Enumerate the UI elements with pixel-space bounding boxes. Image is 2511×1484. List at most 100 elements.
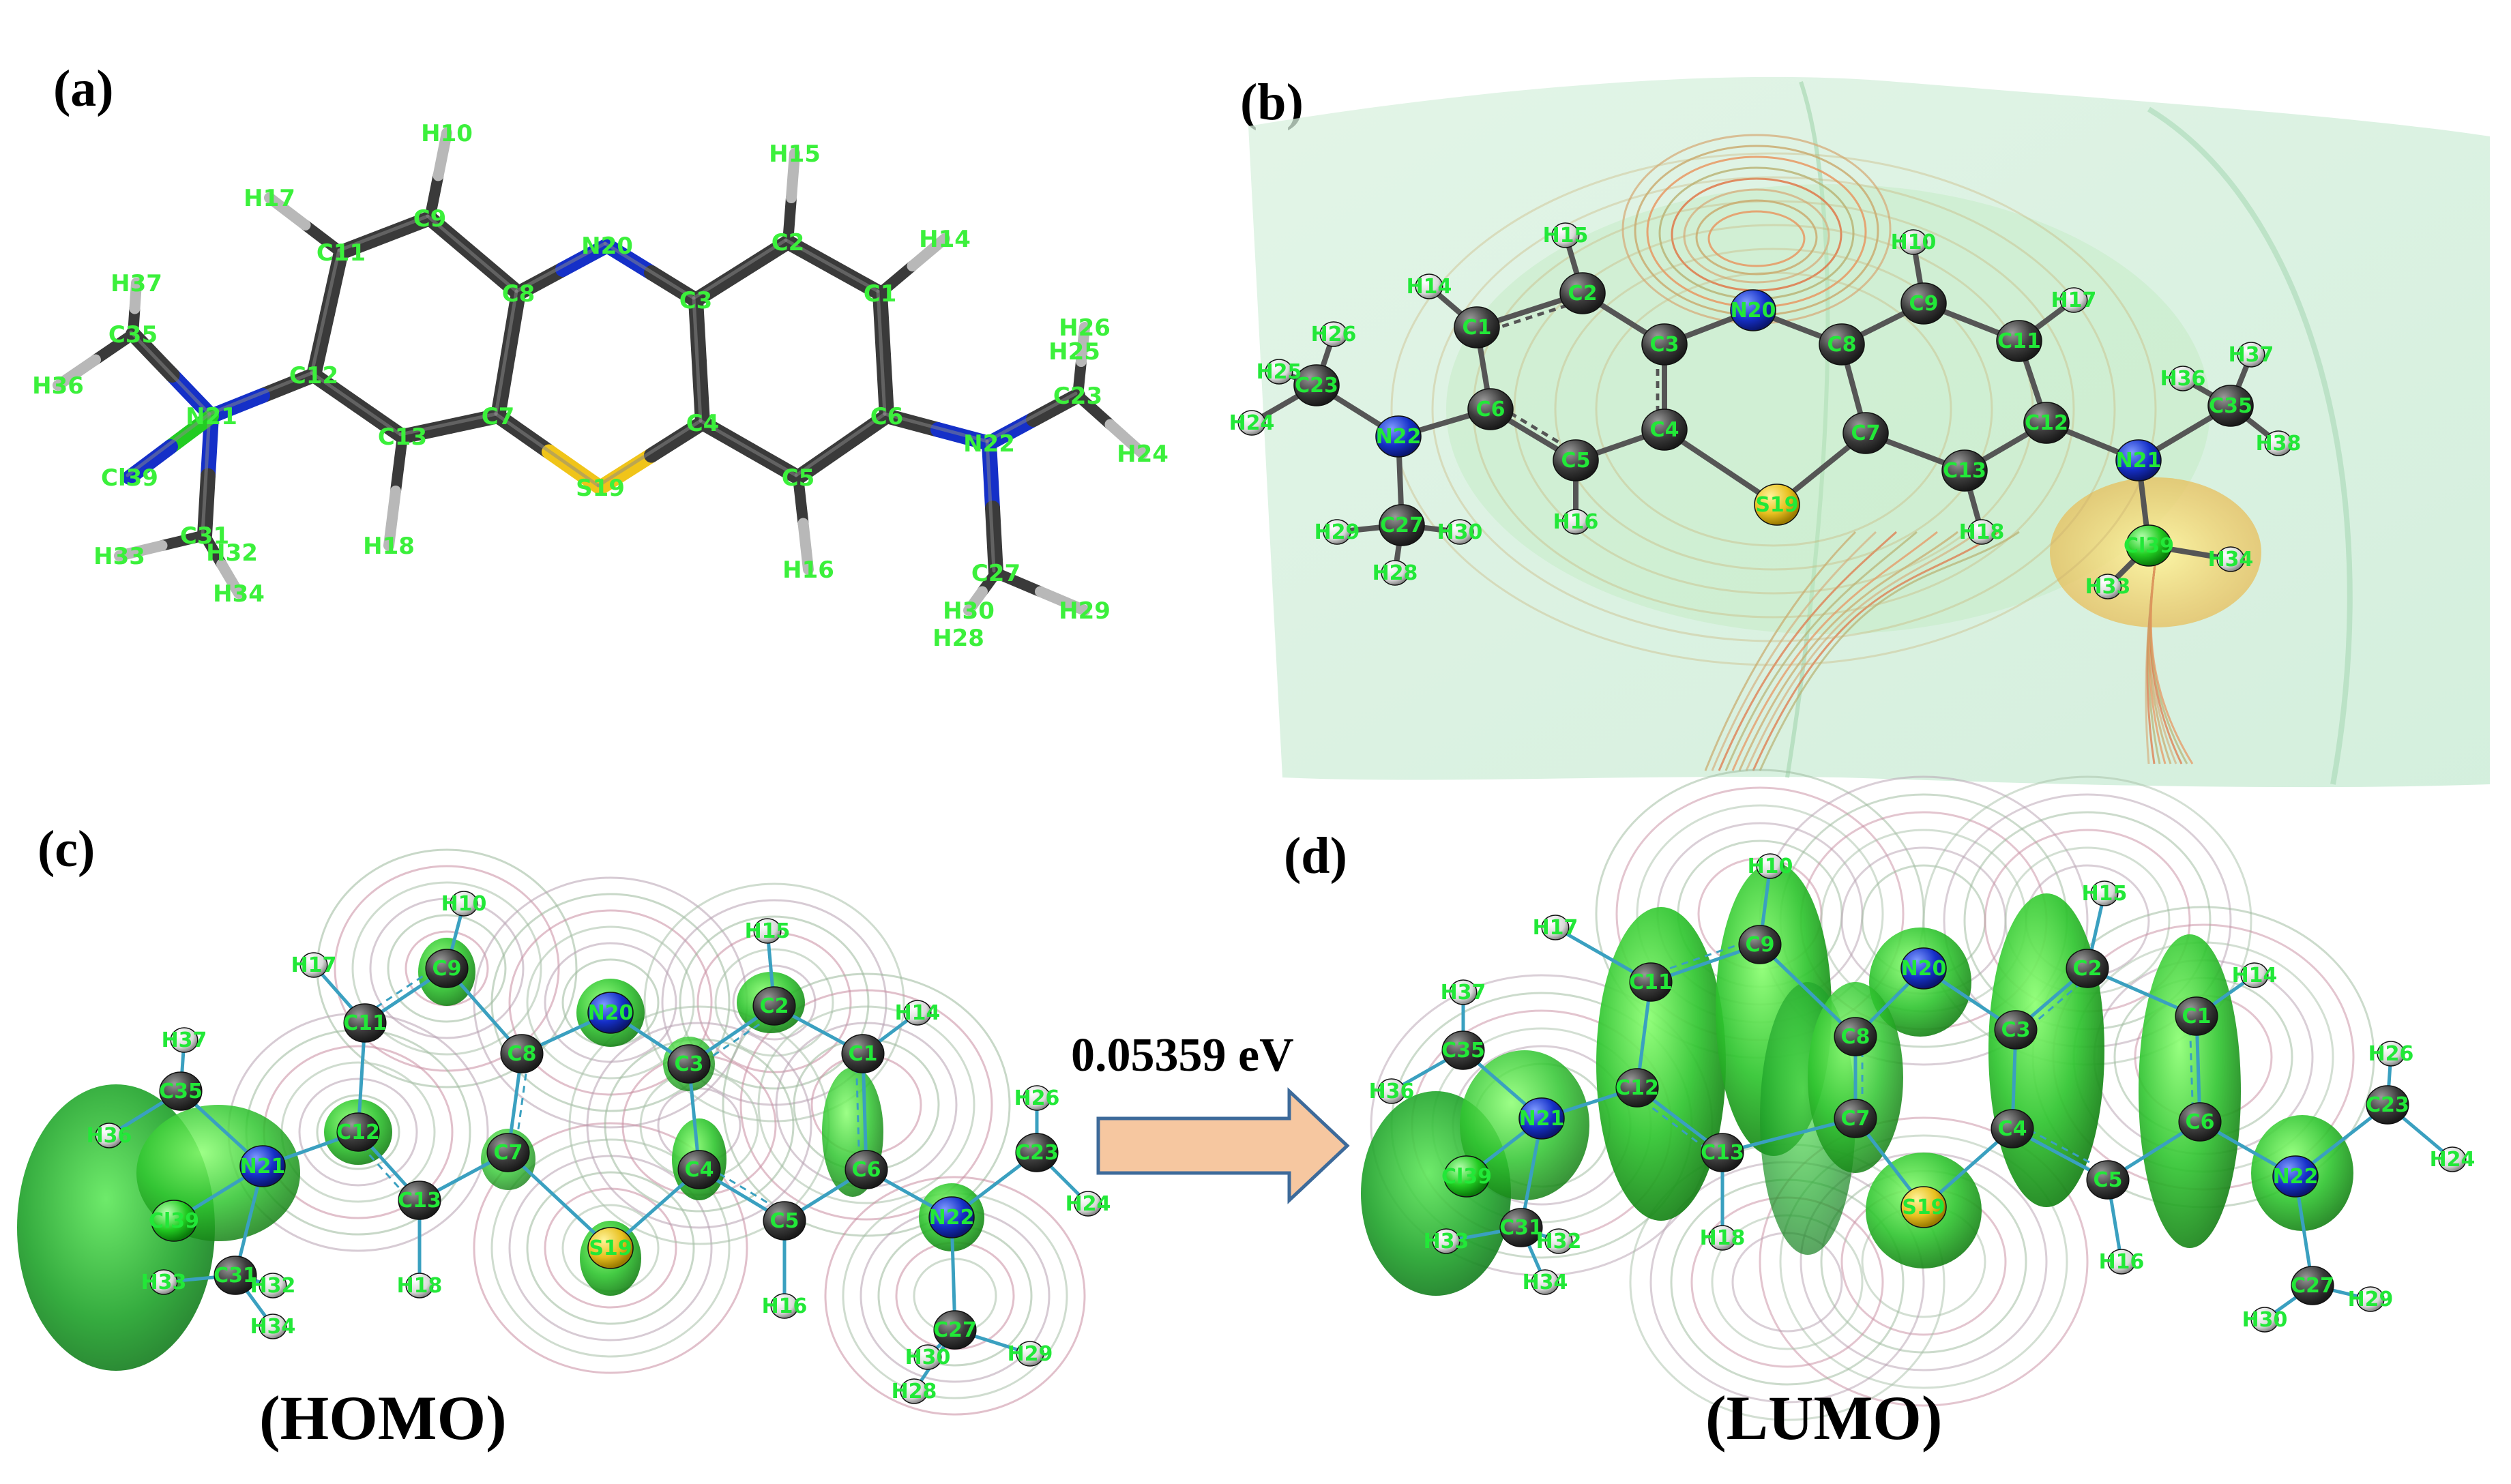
atom-label-a-c7: C7 (482, 403, 515, 430)
contour-c (739, 989, 993, 1221)
atom-label-h34: H34 (1523, 1271, 1568, 1294)
atom-label-h18: H18 (1959, 520, 2005, 544)
atom-label-c2: C2 (760, 994, 789, 1018)
bond-c8-n20-half (555, 238, 615, 277)
atom-n22 (928, 1196, 975, 1238)
atom-label-c35: C35 (2209, 394, 2252, 418)
atom-c27 (2291, 1266, 2334, 1305)
atom-c8 (1834, 1017, 1877, 1056)
atom-h29 (2356, 1286, 2385, 1312)
atom-label-h28: H28 (892, 1380, 937, 1404)
atom-labels-a: C1C2C3C4C5C6C7C8C9C11C12C13N20S19N21N22C… (32, 120, 1169, 652)
contour-c (679, 915, 870, 1090)
atom-label-h26: H26 (1311, 323, 1357, 346)
bond-c6-c1-half (872, 286, 891, 362)
bond-highlight (201, 412, 211, 535)
atom-c35 (1441, 1030, 1485, 1070)
atom-label-h36: H36 (87, 1124, 132, 1148)
atom-label-c31: C31 (1499, 1216, 1543, 1240)
contour-c (661, 899, 887, 1106)
atom-label-c13: C13 (398, 1189, 441, 1213)
atom-label-h29: H29 (2348, 1288, 2394, 1311)
bond-c4-s19 (1662, 427, 1780, 507)
atom-h32 (1544, 1228, 1573, 1254)
bond-highlight (514, 241, 607, 293)
panel-b-electrostatic-surface: C1C2C3C4C5C6C7C8C9C11C12C13N20S19N21N22C… (1229, 76, 2490, 788)
atom-label-c27: C27 (1380, 514, 1424, 537)
bond-n22-c23-half (1026, 388, 1085, 427)
contour-c (757, 1005, 975, 1204)
atom-h17 (2059, 287, 2088, 313)
atom-h30 (913, 1344, 942, 1370)
bond-c5-h16 (793, 472, 809, 529)
atom-label-a-c5: C5 (782, 464, 815, 492)
atom-h30 (2250, 1307, 2279, 1333)
bond-highlight (310, 371, 402, 436)
atom-c11 (1629, 962, 1673, 1002)
atom-c27 (1379, 504, 1425, 546)
atom-label-a-h36: H36 (32, 372, 84, 400)
atom-h17 (299, 952, 328, 978)
contour-d (1759, 1116, 2089, 1407)
atom-c3 (1641, 323, 1688, 366)
atom-c11 (1996, 320, 2042, 362)
panel-a-tube-structure: C1C2C3C4C5C6C7C8C9C11C12C13N20S19N21N22C… (32, 120, 1169, 652)
atom-h15 (753, 918, 782, 944)
atom-label-c2: C2 (2073, 957, 2102, 981)
atom-label-a-h26: H26 (1059, 314, 1111, 342)
atom-label-n21: N21 (2116, 449, 2162, 473)
atom-label-h36: H36 (2160, 367, 2206, 391)
atom-label-c11: C11 (343, 1011, 387, 1035)
contour-top (1683, 188, 1830, 284)
atom-c13 (1701, 1133, 1744, 1172)
atom-label-a-c2: C2 (772, 229, 805, 256)
atom-h24 (1237, 410, 1266, 436)
atom-label-c3: C3 (2001, 1018, 2031, 1042)
bond-highlight (985, 391, 1078, 443)
atom-label-cl39: Cl39 (149, 1209, 199, 1233)
atom-h14 (903, 1000, 932, 1026)
bond-c13-h18-half (383, 486, 401, 551)
atom-label-c8: C8 (1827, 333, 1857, 357)
atom-label-a-c6: C6 (870, 403, 904, 430)
bond-c7-c8 (490, 347, 516, 424)
atom-label-a-c11: C11 (317, 239, 366, 267)
atom-label-h33: H33 (141, 1271, 187, 1294)
bond-highlight (784, 238, 880, 293)
atom-label-c23: C23 (1015, 1141, 1059, 1165)
atom-h33 (2094, 574, 2122, 599)
atom-c8 (1819, 323, 1865, 366)
atom-label-c8: C8 (1841, 1025, 1870, 1049)
atom-label-h33: H33 (1424, 1230, 1469, 1253)
atom-h10 (450, 891, 478, 917)
bond-n22-c27 (982, 436, 1000, 516)
atom-label-h10: H10 (1891, 231, 1937, 254)
contour-bottom (1718, 531, 1897, 771)
atom-h16 (1561, 509, 1590, 535)
contour-top (1707, 210, 1806, 267)
atom-s19 (587, 1227, 634, 1269)
atom-c8 (500, 1034, 544, 1073)
atom-label-cl39: Cl39 (2124, 534, 2174, 558)
bond-n21-c31 (201, 409, 219, 484)
atom-c6 (845, 1150, 888, 1189)
atom-label-c3: C3 (1650, 333, 1679, 357)
contour-ring (1554, 248, 1993, 571)
atom-label-c1: C1 (2182, 1005, 2212, 1028)
atom-h38 (2264, 430, 2293, 456)
atom-label-a-h25: H25 (1048, 338, 1100, 366)
bond-highlight (494, 412, 600, 488)
bond-c23-h26-half (1076, 322, 1090, 367)
atom-label-a-cl39: Cl39 (101, 464, 158, 492)
contour-ring (1390, 152, 2157, 666)
atom-h14 (1415, 273, 1443, 299)
atom-c12 (336, 1112, 380, 1152)
bond-highlight (398, 412, 498, 436)
atom-h37 (170, 1027, 199, 1053)
atom-label-n22: N22 (1376, 425, 1422, 449)
atom-label-h32: H32 (250, 1274, 296, 1298)
atom-s19 (1754, 484, 1800, 526)
atom-h33 (149, 1269, 178, 1295)
atom-label-h34: H34 (2208, 548, 2254, 572)
contour-c (824, 1176, 1086, 1416)
